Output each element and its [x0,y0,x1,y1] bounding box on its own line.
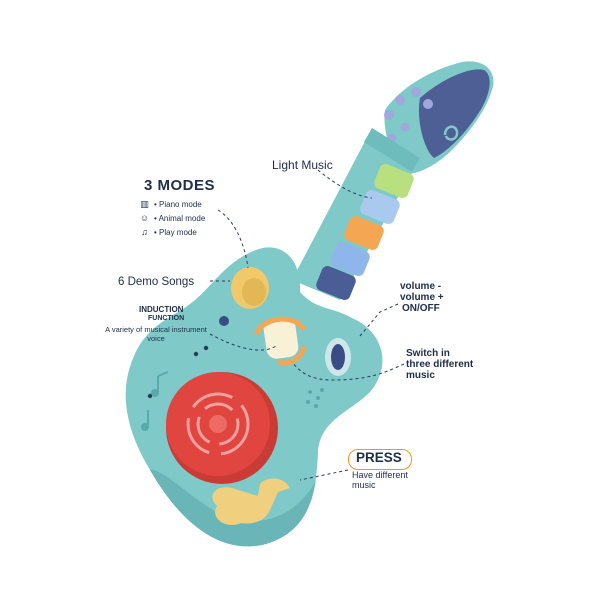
mode-label: • Animal mode [154,213,206,223]
tuning-peg [411,87,421,97]
induction-sensor-icon [219,316,229,326]
pointer-lines [209,169,405,481]
induction-subtitle: FUNCTION [148,315,185,322]
light-button-blue [360,190,400,224]
switch-line: Switch in [406,348,450,359]
have-different-music-label: Have different music [352,470,408,490]
volume-arrow-icon [253,316,307,336]
speaker-grille-icon [306,388,324,408]
mode-item-animal: ☺ • Animal mode [138,213,205,223]
music-notes-decoration-icon [141,371,169,431]
light-button-blue-2 [330,242,370,276]
press-label: PRESS [356,450,402,465]
mode-item-piano: ▥ • Piano mode [138,199,202,209]
tuning-peg [384,110,394,120]
modes-title: 3 MODES [144,177,216,194]
music-note-icon: ♫ [141,227,148,237]
volume-roller [263,317,299,359]
volume-line: volume + [400,292,444,303]
volume-line: volume - [400,281,442,292]
tuning-peg [400,122,410,132]
floating-notes-icon [147,345,209,399]
induction-description: A variety of musical instrument voice [105,325,207,343]
switch-line: music [406,370,435,381]
demo-songs-label: 6 Demo Songs [118,276,195,288]
light-music-label: Light Music [272,158,333,172]
mode-item-play: ♫ • Play mode [138,227,197,237]
have-line: music [352,480,376,490]
swirl-icon [443,125,459,141]
light-button-orange [344,216,384,250]
light-button-navy [316,266,356,300]
have-line: Have different [352,470,408,480]
light-button-green [374,164,414,198]
tuning-peg [395,95,405,105]
switch-label: Switch in three different music [406,348,473,381]
piano-keys-icon: ▥ [140,199,149,209]
switch-line: three different [406,359,474,370]
panda-animal-icon: ☺ [139,213,150,223]
headstock-panel [418,69,490,158]
mode-label: • Piano mode [154,199,202,209]
volume-line: ON/OFF [402,303,440,314]
induction-title: INDUCTION [139,305,184,314]
mode-label: • Play mode [154,227,197,237]
volume-label: volume - volume + ON/OFF [400,281,444,314]
press-badge [348,449,412,470]
tuning-peg [423,99,433,109]
